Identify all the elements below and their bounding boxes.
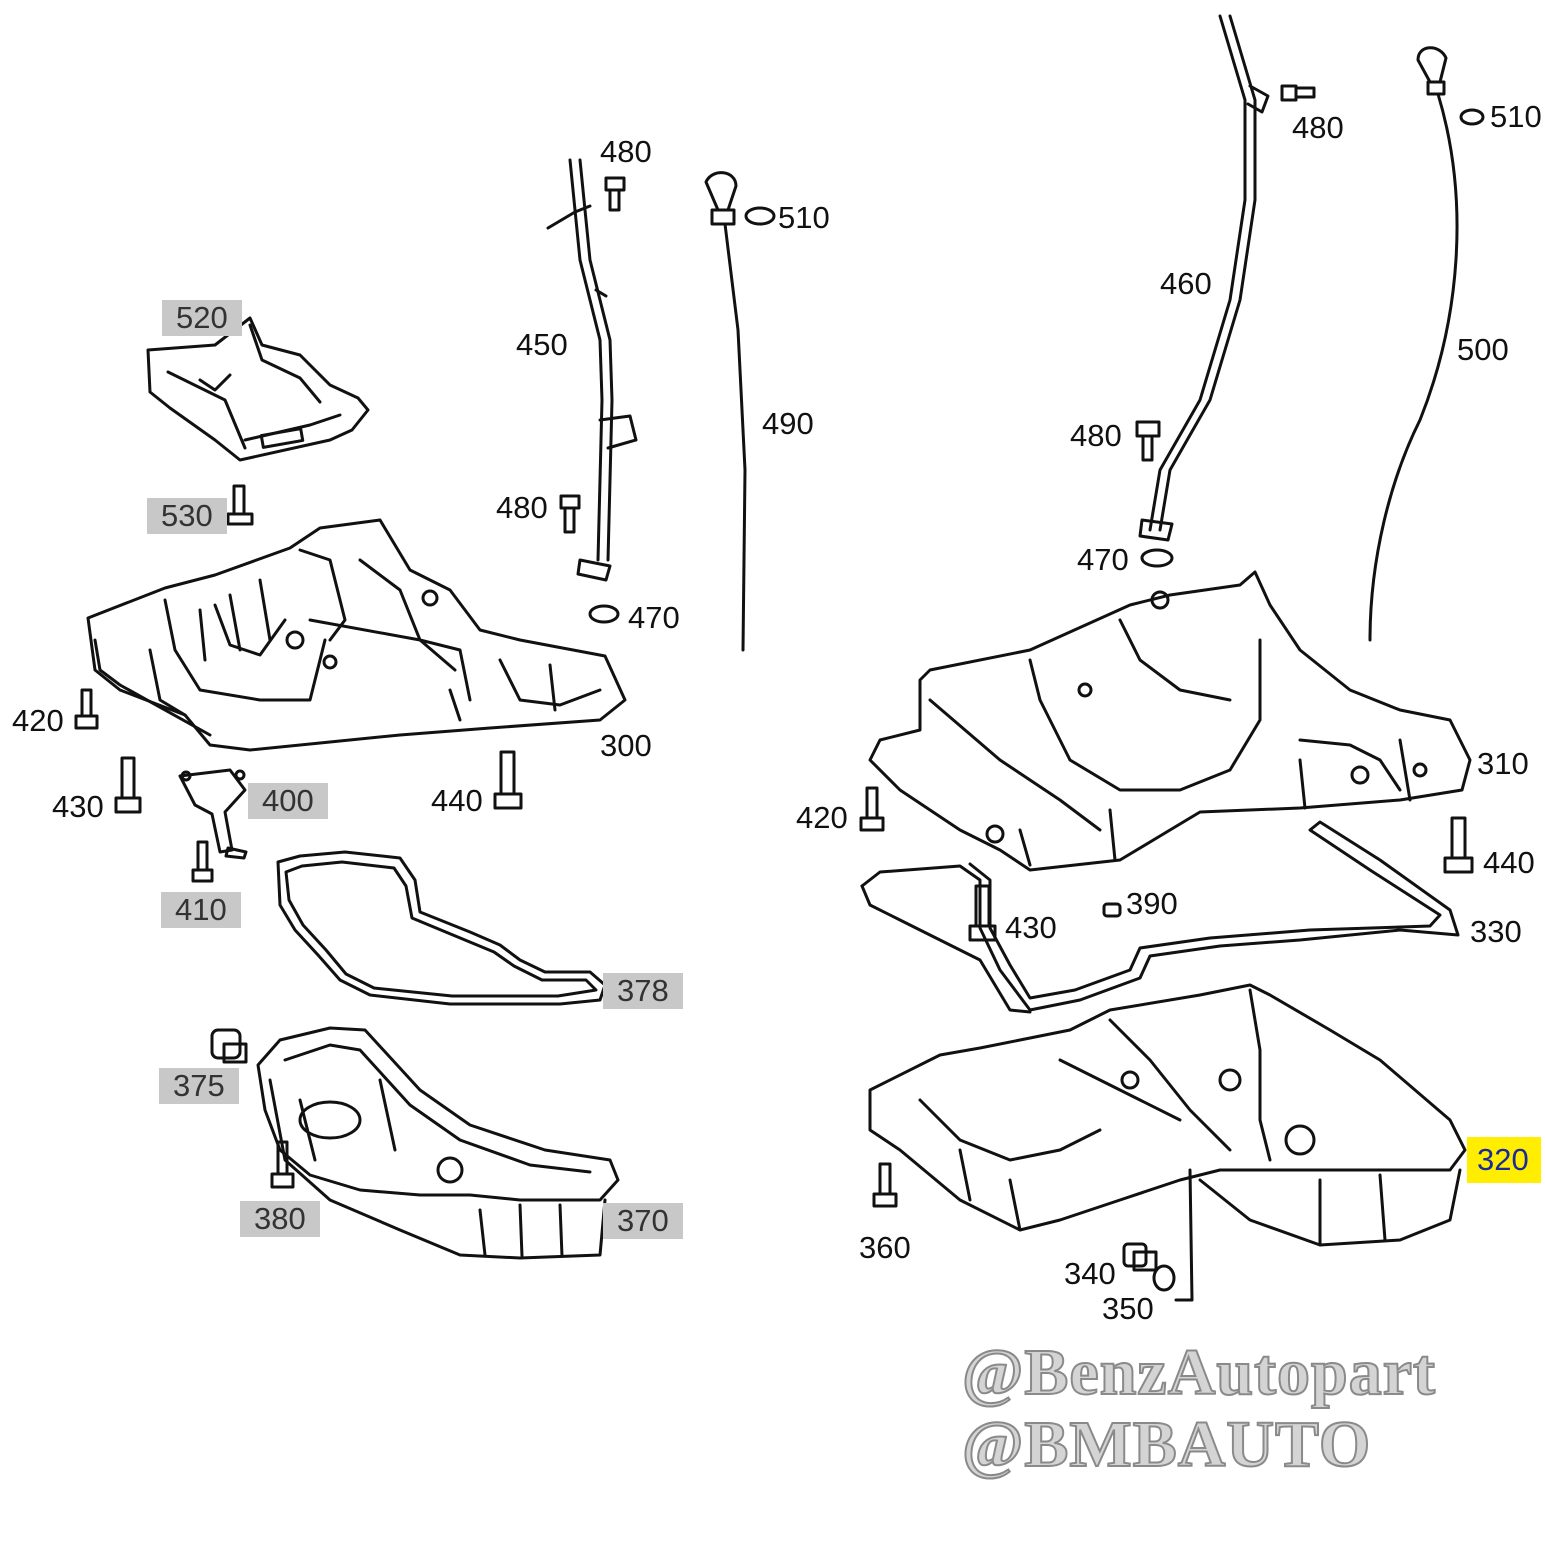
callout-480-a: 480 xyxy=(600,134,652,169)
callout-510-a: 510 xyxy=(778,200,830,235)
lower-oil-pan-370-shape xyxy=(256,1026,620,1260)
upper-oil-pan-310-shape xyxy=(868,570,1472,872)
dipstick-tube-450-shape xyxy=(546,158,638,582)
bolt-440-right-shape xyxy=(1443,816,1474,874)
callout-310: 310 xyxy=(1477,746,1529,781)
dipstick-tube-460-shape xyxy=(1138,14,1270,542)
bracket-400-shape xyxy=(178,768,248,860)
watermark-benzautopart: @BenzAutopart xyxy=(961,1335,1437,1410)
callout-350: 350 xyxy=(1102,1291,1154,1326)
callout-470-b: 470 xyxy=(1077,542,1129,577)
seal-510-a-shape xyxy=(744,206,776,226)
bolt-360-shape xyxy=(872,1162,898,1208)
callout-430-b: 430 xyxy=(1005,910,1057,945)
callout-480-b: 480 xyxy=(496,490,548,525)
drain-plug-375-shape xyxy=(210,1028,248,1064)
callout-420-a: 420 xyxy=(12,703,64,738)
bolt-380-shape xyxy=(270,1140,295,1189)
bolt-530-shape xyxy=(226,484,254,526)
callout-420-b: 420 xyxy=(796,800,848,835)
drain-plug-340-shape xyxy=(1122,1242,1158,1272)
callout-520: 520 xyxy=(162,300,242,336)
dipstick-490-shape xyxy=(704,171,747,652)
bolt-420-right-shape xyxy=(859,786,885,832)
callout-410: 410 xyxy=(161,892,241,928)
callout-440-a: 440 xyxy=(431,783,483,818)
callout-530: 530 xyxy=(147,498,227,534)
bolt-410-shape xyxy=(191,840,214,883)
bolt-430-left-shape xyxy=(114,756,142,814)
callout-360: 360 xyxy=(859,1230,911,1265)
callout-370: 370 xyxy=(603,1203,683,1239)
callout-500: 500 xyxy=(1457,332,1509,367)
callout-375: 375 xyxy=(159,1068,239,1104)
callout-450: 450 xyxy=(516,327,568,362)
callout-490: 490 xyxy=(762,406,814,441)
sealing-ring-350-shape xyxy=(1152,1264,1176,1292)
upper-oil-pan-300-shape xyxy=(86,518,627,752)
baffle-520-shape xyxy=(146,316,370,462)
bolt-420-left-shape xyxy=(74,688,99,730)
callout-470-a: 470 xyxy=(628,600,680,635)
plug-390-shape xyxy=(1102,902,1122,918)
callout-380: 380 xyxy=(240,1201,320,1237)
bolt-480-b-shape xyxy=(559,494,581,534)
gasket-330-shape xyxy=(860,820,1460,1014)
dipstick-500-shape xyxy=(1368,46,1459,642)
callout-480-d: 480 xyxy=(1070,418,1122,453)
callout-480-c: 480 xyxy=(1292,110,1344,145)
lower-oil-pan-320-shape xyxy=(868,983,1467,1302)
callout-300: 300 xyxy=(600,728,652,763)
seal-510-b-shape xyxy=(1459,108,1485,126)
oring-470-b-shape xyxy=(1140,548,1174,568)
bolt-440-left-shape xyxy=(493,750,523,810)
callout-460: 460 xyxy=(1160,266,1212,301)
bolt-480-a-shape xyxy=(604,176,626,212)
callout-430-a: 430 xyxy=(52,789,104,824)
watermark-bmbauto: @BMBAUTO xyxy=(961,1407,1372,1482)
callout-390: 390 xyxy=(1126,886,1178,921)
callout-440-b: 440 xyxy=(1483,845,1535,880)
callout-378: 378 xyxy=(603,973,683,1009)
bolt-480-c-shape xyxy=(1280,84,1316,102)
callout-330: 330 xyxy=(1470,914,1522,949)
callout-400: 400 xyxy=(248,783,328,819)
callout-320: 320 xyxy=(1467,1137,1541,1183)
gasket-378-shape xyxy=(276,850,607,1006)
callout-340: 340 xyxy=(1064,1256,1116,1291)
oring-470-a-shape xyxy=(588,604,620,624)
callout-510-b: 510 xyxy=(1490,99,1542,134)
bolt-480-d-shape xyxy=(1135,420,1161,462)
